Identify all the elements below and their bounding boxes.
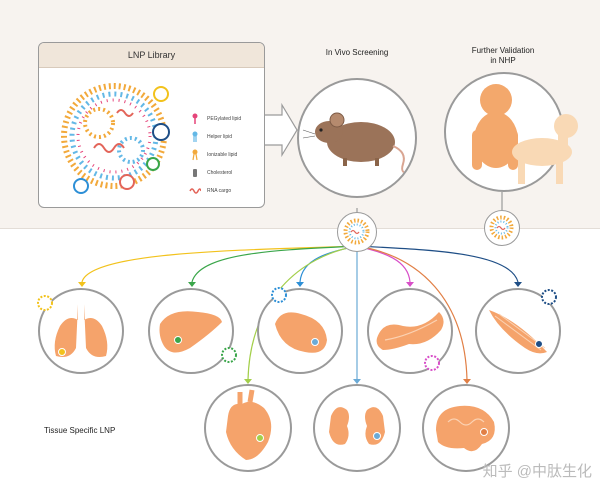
- line-to-pancreas: [356, 245, 411, 283]
- nhp-validation-title: Further Validation in NHP: [471, 46, 535, 65]
- spleen-icon: [275, 312, 327, 353]
- library-legend: PEGylated lipid Helper lipid Ionizable l…: [189, 110, 261, 200]
- organ-circle-muscle: [475, 288, 561, 374]
- watermark: 知乎 @中肽生化: [482, 463, 592, 480]
- organ-circle-lung: [38, 288, 124, 374]
- section-divider: [0, 228, 600, 229]
- line-to-lung: [81, 245, 358, 283]
- legend-item-helper: Helper lipid: [189, 128, 261, 146]
- organ-circle-spleen: [257, 288, 343, 374]
- lnp-particles-illustration: [61, 83, 170, 194]
- liver-icon: [159, 311, 222, 353]
- nhp-circle: [444, 72, 578, 192]
- lnp-icon: [489, 215, 514, 240]
- selected-lnp-circle: [337, 212, 377, 252]
- tissue-specific-lnp-label: Tissue Specific LNP: [44, 426, 116, 435]
- cholesterol-icon: [193, 169, 197, 177]
- pegylated-lipid-icon: [192, 113, 198, 124]
- lnp-icon: [343, 218, 370, 245]
- lung-icon: [54, 304, 108, 357]
- organ-circle-liver: [148, 288, 234, 374]
- ionizable-lipid-icon: [192, 149, 198, 161]
- lnp-marker-icon: [541, 289, 557, 305]
- legend-item-pegylated: PEGylated lipid: [189, 110, 261, 128]
- legend-item-cholesterol: Cholesterol: [189, 164, 261, 182]
- line-to-muscle: [356, 245, 519, 283]
- lnp-marker-icon: [37, 295, 53, 311]
- legend-item-rna: RNA cargo: [189, 182, 261, 200]
- nhp-lnp-circle: [484, 210, 520, 246]
- kidney-icon: [329, 407, 385, 445]
- primate-dog-icon: [472, 84, 578, 184]
- lnp-marker-icon: [424, 355, 440, 371]
- rna-cargo-icon: [189, 188, 201, 194]
- organ-circle-heart: [204, 384, 292, 472]
- helper-lipid-icon: [192, 131, 198, 142]
- library-arrow: [263, 102, 298, 158]
- mouse-circle: [297, 78, 417, 198]
- pancreas-icon: [376, 312, 444, 350]
- legend-item-ionizable: Ionizable lipid: [189, 146, 261, 164]
- lnp-library-panel: LNP Library PEGylated lipid Helper lipid: [38, 42, 265, 208]
- in-vivo-screening-title: In Vivo Screening: [325, 48, 389, 57]
- organ-circle-brain: [422, 384, 510, 472]
- lnp-marker-icon: [221, 347, 237, 363]
- brain-icon: [436, 405, 495, 452]
- line-to-liver: [191, 245, 358, 283]
- lnp-library-title: LNP Library: [39, 43, 264, 68]
- muscle-icon: [489, 310, 547, 354]
- lnp-marker-icon: [271, 287, 287, 303]
- mouse-icon: [302, 112, 414, 174]
- heart-icon: [226, 389, 272, 460]
- organ-circle-kidney: [313, 384, 401, 472]
- line-to-heart: [247, 245, 358, 381]
- line-to-brain: [356, 245, 468, 381]
